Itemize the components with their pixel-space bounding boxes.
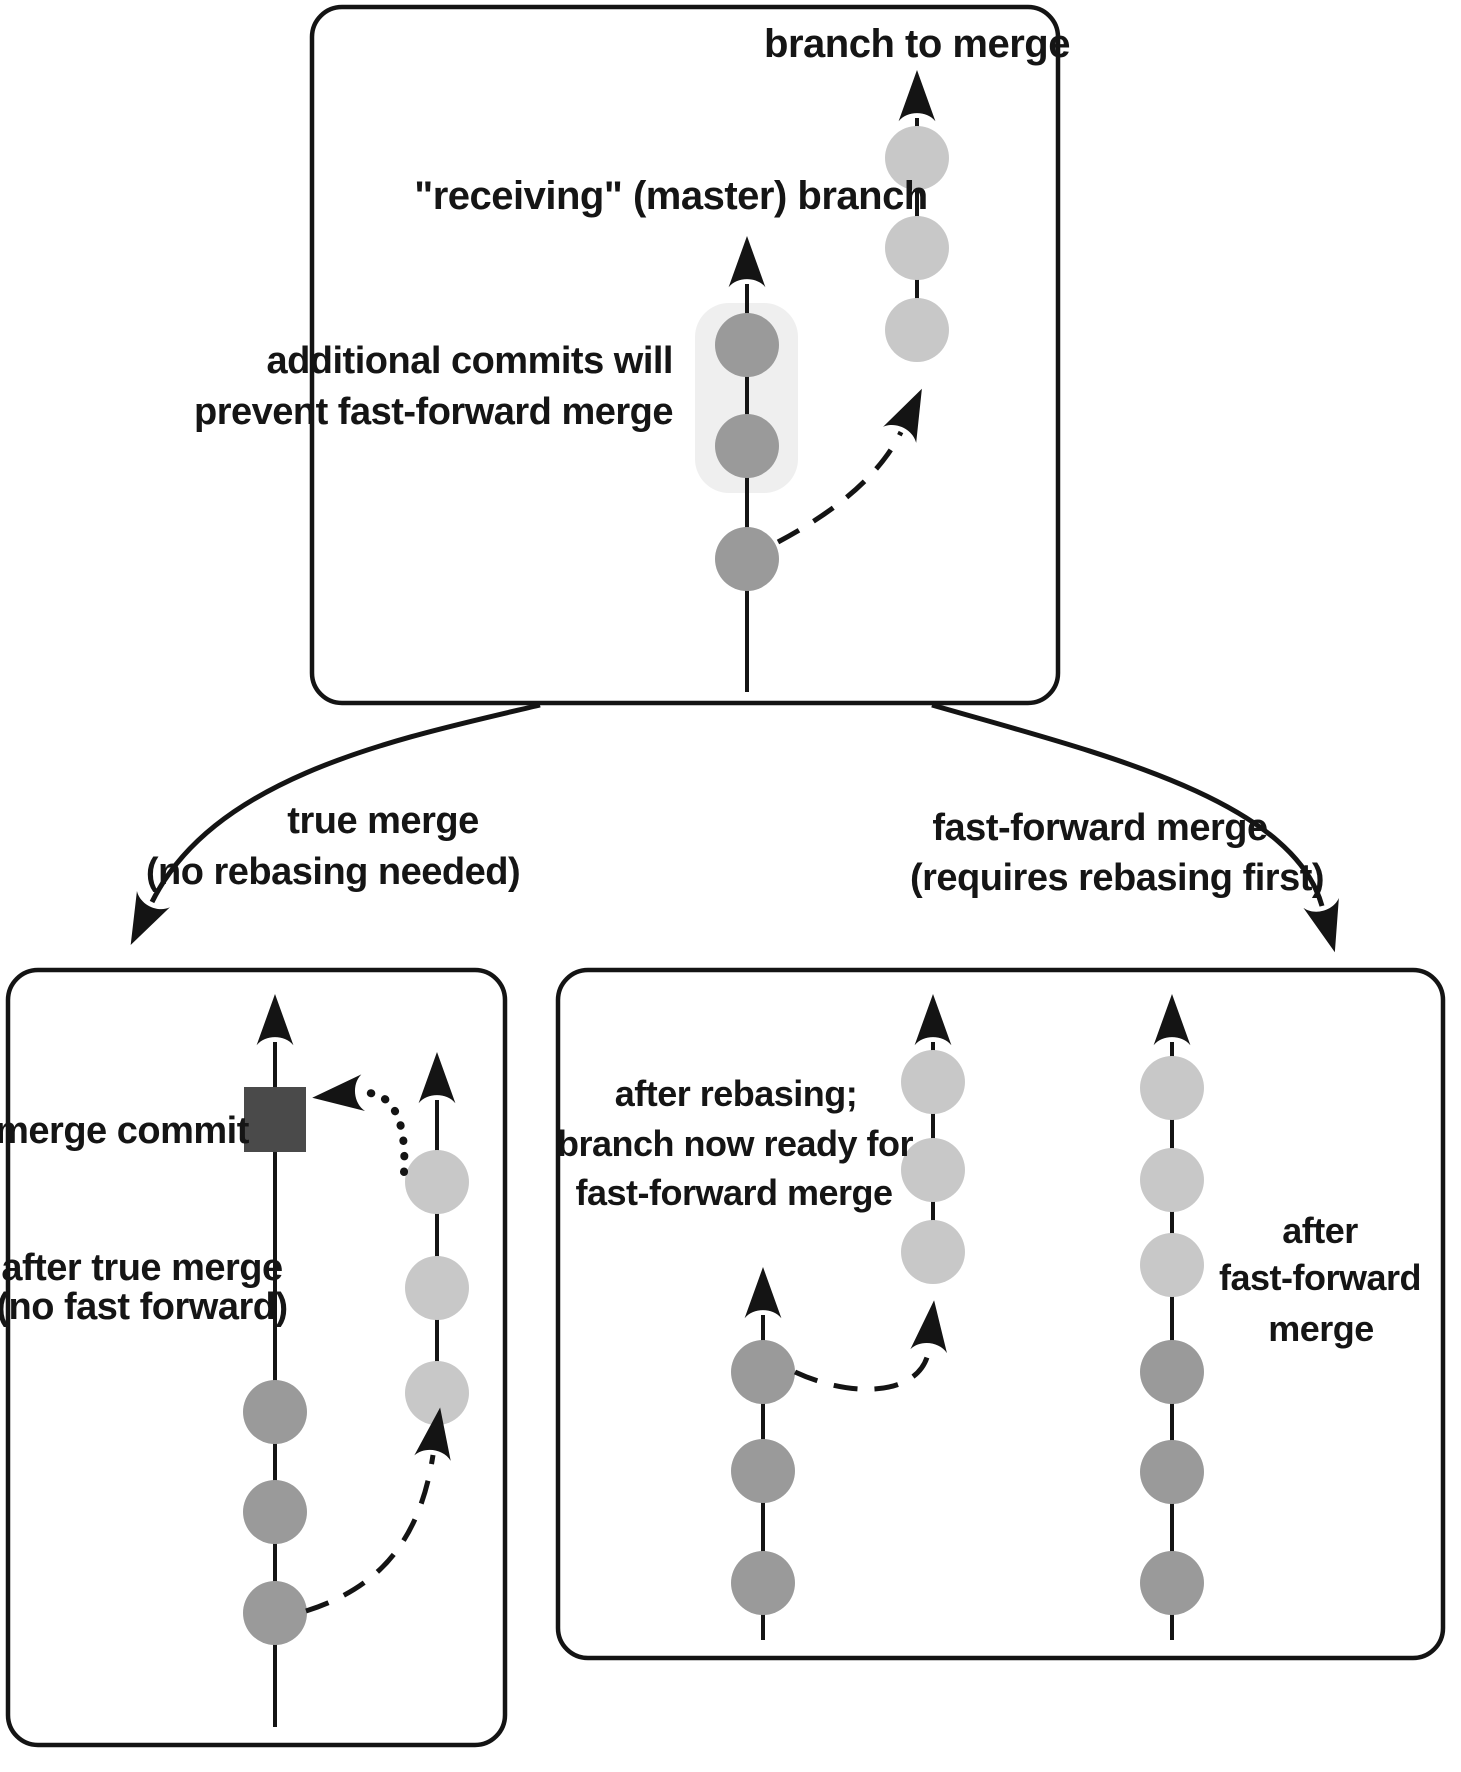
feature-commit-circle bbox=[901, 1138, 965, 1202]
branch-to-merge-label: branch to merge bbox=[764, 22, 1070, 66]
master-commit-circle bbox=[243, 1480, 307, 1544]
master-commit-circle bbox=[1140, 1551, 1204, 1615]
fast-forward-label-line2: (requires rebasing first) bbox=[910, 857, 1324, 899]
merge-into-dotted-arrow bbox=[312, 1074, 409, 1176]
after-rebasing-note-line1: after rebasing; bbox=[615, 1073, 858, 1114]
right-box-fast-forward: after rebasing; branch now ready for fas… bbox=[555, 967, 1446, 1661]
merge-commit-square bbox=[244, 1087, 306, 1152]
master-commit-circle bbox=[731, 1551, 795, 1615]
connector-arrows: true merge (no rebasing needed) fast-for… bbox=[130, 702, 1339, 953]
feature-commit-circle bbox=[885, 126, 949, 190]
feature-commit-circle bbox=[405, 1256, 469, 1320]
receiving-branch-label: "receiving" (master) branch bbox=[414, 174, 928, 218]
after-ff-caption-line3: merge bbox=[1268, 1308, 1374, 1349]
master-commit-circle bbox=[715, 527, 779, 591]
feature-commit-circle bbox=[885, 216, 949, 280]
feature-commit-circle bbox=[1140, 1056, 1204, 1120]
fast-forward-connector-arrow bbox=[931, 702, 1339, 953]
feature-commit-circle bbox=[405, 1361, 469, 1425]
left-box-frame bbox=[5, 967, 508, 1748]
after-rebasing-note-line3: fast-forward merge bbox=[575, 1172, 892, 1213]
additional-commits-note-line2: prevent fast-forward merge bbox=[194, 391, 673, 433]
left-box-true-merge: merge commit after true merge (no fast f… bbox=[0, 967, 508, 1748]
master-commit-circle bbox=[715, 313, 779, 377]
merge-commit-label: merge commit bbox=[0, 1110, 250, 1152]
top-box-frame bbox=[309, 4, 1061, 706]
feature-commit-circle bbox=[1140, 1148, 1204, 1212]
master-commit-circle bbox=[1140, 1340, 1204, 1404]
fast-forward-label-line1: fast-forward merge bbox=[932, 807, 1267, 849]
feature-commit-circle bbox=[901, 1050, 965, 1114]
master-commit-circle bbox=[243, 1581, 307, 1645]
feature-commit-circle bbox=[405, 1150, 469, 1214]
after-true-merge-caption-line1: after true merge bbox=[1, 1247, 282, 1289]
branch-off-dashed-arrow bbox=[776, 388, 922, 545]
true-merge-label-line2: (no rebasing needed) bbox=[146, 851, 520, 893]
master-commit-circle bbox=[731, 1340, 795, 1404]
after-ff-caption-line1: after bbox=[1282, 1210, 1358, 1251]
feature-commit-circle bbox=[885, 298, 949, 362]
after-rebasing-note-line2: branch now ready for bbox=[557, 1123, 914, 1164]
after-true-merge-caption-line2: (no fast forward) bbox=[0, 1286, 288, 1328]
feature-commit-circle bbox=[1140, 1233, 1204, 1297]
additional-commits-note-line1: additional commits will bbox=[266, 340, 673, 382]
master-commit-circle bbox=[715, 414, 779, 478]
after-ff-caption-line2: fast-forward bbox=[1219, 1257, 1421, 1298]
branch-off-dashed-arrow bbox=[305, 1407, 451, 1614]
true-merge-connector-arrow bbox=[130, 702, 541, 945]
master-commit-circle bbox=[731, 1439, 795, 1503]
true-merge-label-line1: true merge bbox=[287, 800, 478, 842]
master-commit-circle bbox=[1140, 1440, 1204, 1504]
feature-commit-circle bbox=[901, 1220, 965, 1284]
master-commit-circle bbox=[243, 1380, 307, 1444]
rebase-dashed-arrow bbox=[793, 1300, 947, 1392]
top-box-before-merge: branch to merge "receiving" (master) bra… bbox=[194, 4, 1070, 706]
